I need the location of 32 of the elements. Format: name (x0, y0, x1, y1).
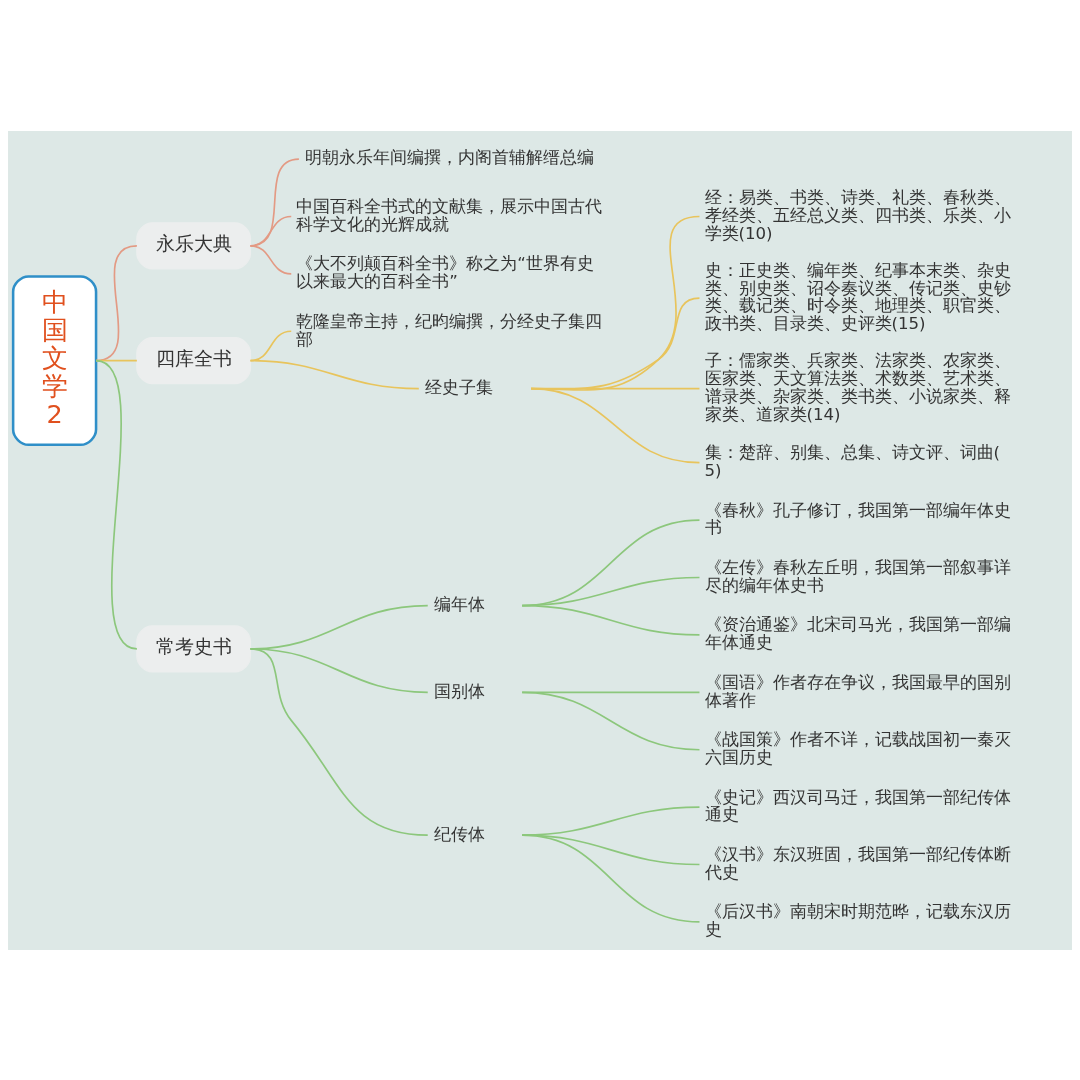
node-text: 经史子集 (425, 377, 494, 397)
node-text: 《战国策》作者不详，记载战国初一秦灭六国历史 (704, 729, 1011, 767)
node-text: 集：楚辞、别集、总集、诗文评、词曲(5) (704, 442, 1001, 480)
connector (530, 387, 701, 463)
connector (521, 833, 701, 923)
node-text: 《大不列颠百科全书》称之为“世界有史以来最大的百科全书” (296, 253, 594, 291)
node-text: 《春秋》孔子修订，我国第一部编年体史书 (704, 500, 1011, 537)
node-text: 乾隆皇帝主持，纪昀编撰，分经史子集四部 (296, 311, 603, 349)
connector (249, 244, 293, 275)
node-box: 永乐大典 (136, 221, 252, 269)
node-box: 四库全书 (136, 336, 252, 384)
node-text: 明朝永乐年间编撰，内阁首辅解缙总编 (305, 147, 595, 167)
node-text: 《后汉书》南朝宋时期范晔，记载东汉历史 (704, 901, 1011, 939)
node-box: 中国文学2 (11, 274, 98, 446)
connector (521, 690, 701, 751)
node-text: 国别体 (434, 681, 486, 701)
node-text: 《汉书》东汉班固，我国第一部纪传体断代史 (704, 844, 1011, 882)
node-text: 编年体 (434, 594, 486, 614)
node-text: 《国语》作者存在争议，我国最早的国别体著作 (704, 672, 1011, 710)
connector (521, 690, 701, 693)
node-text: 中国百科全书式的文献集，展示中国古代科学文化的光辉成就 (296, 196, 603, 234)
node-text: 子：儒家类、兵家类、法家类、农家类、医家类、天文算法类、术数类、艺术类、谱录类、杂家类、类书类、小说家类、释家类、道家类(14) (704, 350, 1011, 424)
node-box: 常考史书 (136, 624, 252, 673)
node-text: 经：易类、书类、诗类、礼类、春秋类、孝经类、五经总义类、四书类、乐类、小学类(10) (704, 187, 1011, 243)
connector (249, 359, 420, 389)
connector (249, 647, 429, 836)
connector (521, 604, 701, 636)
node-text: 《资治通鉴》北宋司马光，我国第一部编年体通史 (704, 614, 1011, 652)
node-text: 《史记》西汉司马迁，我国第一部纪传体通史 (704, 787, 1011, 824)
node-text: 纪传体 (434, 824, 486, 844)
node-text: 史：正史类、编年类、纪事本末类、杂史类、别史类、诏令奏议类、传记类、史钞类、载记类、时令类、地理类、职官类、政书类、目录类、史评类(15) (704, 260, 1011, 333)
node-text: 《左传》春秋左丘明，我国第一部叙事详尽的编年体史书 (704, 557, 1011, 595)
